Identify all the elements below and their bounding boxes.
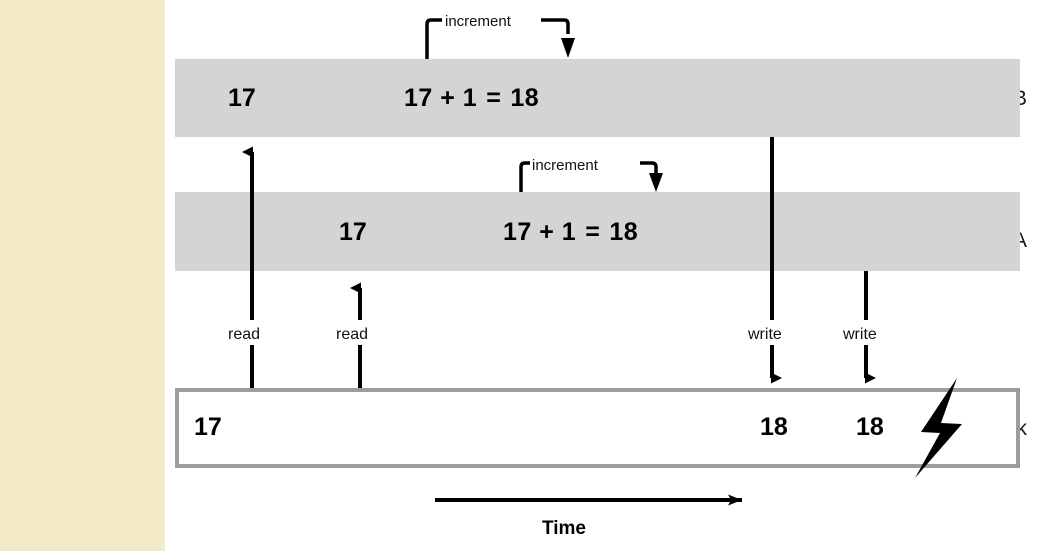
person-a-read-value: 17 bbox=[339, 218, 367, 246]
lane-person-b bbox=[175, 59, 1020, 137]
bank-value-after-first-write: 18 bbox=[760, 413, 788, 441]
person-a-equation-right: 18 bbox=[609, 218, 639, 246]
person-b-equation-left: 17 + 1 bbox=[404, 84, 478, 112]
person-b-read-value: 17 bbox=[228, 84, 256, 112]
sidebar-panel bbox=[0, 0, 165, 551]
increment-label-person-b: increment bbox=[445, 13, 511, 30]
person-a-equation: 17 + 1 = 18 bbox=[503, 220, 638, 245]
bank-value-after-second-write: 18 bbox=[856, 413, 884, 441]
person-a-equation-op: = bbox=[585, 218, 601, 246]
read-label-person-b: read bbox=[228, 326, 261, 343]
person-b-equation: 17 + 1 = 18 bbox=[404, 86, 539, 111]
person-b-equation-op: = bbox=[486, 84, 502, 112]
read-label-person-a: read bbox=[336, 326, 369, 343]
person-a-equation-left: 17 + 1 bbox=[503, 218, 577, 246]
write-label-person-a: write bbox=[843, 326, 877, 343]
lane-person-a bbox=[175, 192, 1020, 271]
write-label-person-b: write bbox=[748, 326, 782, 343]
time-axis-label: Time bbox=[541, 518, 587, 539]
increment-label-person-a: increment bbox=[532, 157, 598, 174]
bank-row-box bbox=[175, 388, 1020, 468]
person-b-equation-right: 18 bbox=[510, 84, 540, 112]
bank-initial-value: 17 bbox=[194, 413, 222, 441]
